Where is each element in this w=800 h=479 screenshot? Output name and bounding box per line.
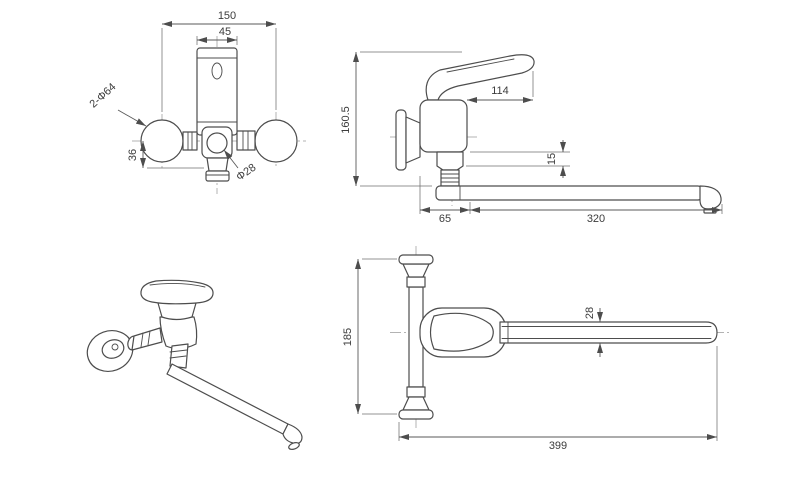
dim-flange-diameter: 2-Φ64 — [88, 81, 147, 127]
plan-top-cone — [402, 263, 430, 278]
wall-flange — [395, 109, 407, 171]
front-faucet-shape — [140, 47, 298, 182]
dim-handle-length: 114 — [467, 71, 534, 103]
plan-bottom-cone — [402, 396, 430, 411]
plan-bottom-collar — [406, 386, 426, 398]
dim-spout-length-label: 320 — [587, 213, 605, 225]
plan-handle-top — [429, 312, 494, 352]
right-flange — [254, 119, 298, 163]
dim-inlet-offset-label: 36 — [127, 149, 139, 161]
dim-body-width-label: 45 — [219, 26, 231, 38]
side-view: 160.5 114 15 65 320 — [340, 51, 723, 225]
plan-spout-bar — [499, 321, 718, 344]
iso-inlet-arm — [131, 327, 163, 351]
front-view: 150 45 2-Φ64 36 Φ28 — [88, 10, 306, 194]
left-flange — [140, 119, 184, 163]
plan-bottom-flange — [398, 409, 434, 420]
dim-total-height: 160.5 — [340, 51, 462, 187]
dim-hub-diameter-label: Φ28 — [234, 162, 258, 184]
plan-view: 185 28 399 — [342, 246, 732, 452]
iso-body — [159, 316, 198, 350]
dim-spout-width-label: 28 — [584, 307, 596, 319]
dim-spout-step: 15 — [466, 140, 570, 178]
right-inlet-arm — [236, 130, 256, 151]
dim-total-length-label: 399 — [549, 440, 567, 452]
plan-top-flange — [398, 254, 434, 265]
dim-handle-length-label: 114 — [491, 85, 509, 97]
dim-wall-to-pivot: 65 — [419, 176, 723, 225]
dim-flange-span-label: 185 — [342, 328, 354, 346]
dim-inlet-offset: 36 — [127, 141, 204, 169]
iso-spout-arm — [166, 363, 289, 435]
hub-circle — [206, 132, 228, 154]
left-inlet-arm — [182, 131, 198, 151]
iso-tip-aerator — [288, 442, 300, 450]
dim-wall-to-pivot-label: 65 — [439, 213, 451, 225]
lower-housing — [436, 151, 464, 171]
side-faucet-shape — [395, 54, 722, 214]
side-body — [419, 99, 468, 153]
spout-outlet — [206, 157, 229, 172]
spout-tip — [699, 185, 722, 210]
handle-lever — [425, 54, 535, 101]
dim-flange-diameter-label: 2-Φ64 — [88, 81, 119, 111]
plan-top-collar — [406, 276, 426, 288]
dim-spout-length: 320 — [470, 207, 722, 225]
dim-total-length: 399 — [398, 346, 718, 452]
body-button — [211, 62, 223, 80]
dim-total-width: 150 — [161, 10, 277, 112]
iso-neck — [157, 302, 197, 321]
dim-total-height-label: 160.5 — [340, 106, 352, 134]
dim-body-width: 45 — [196, 26, 238, 45]
flange-cone — [405, 116, 421, 164]
dim-total-width-label: 150 — [218, 10, 236, 22]
plan-faucet-shape — [398, 254, 718, 420]
dim-flange-span: 185 — [342, 258, 397, 415]
dim-spout-width: 28 — [584, 307, 603, 357]
spout-arm — [435, 185, 703, 201]
isometric-view — [86, 279, 303, 450]
iso-spout-tip — [282, 423, 303, 444]
aerator — [205, 170, 230, 182]
iso-handle-lever — [140, 279, 214, 305]
dim-spout-step-label: 15 — [546, 153, 558, 165]
